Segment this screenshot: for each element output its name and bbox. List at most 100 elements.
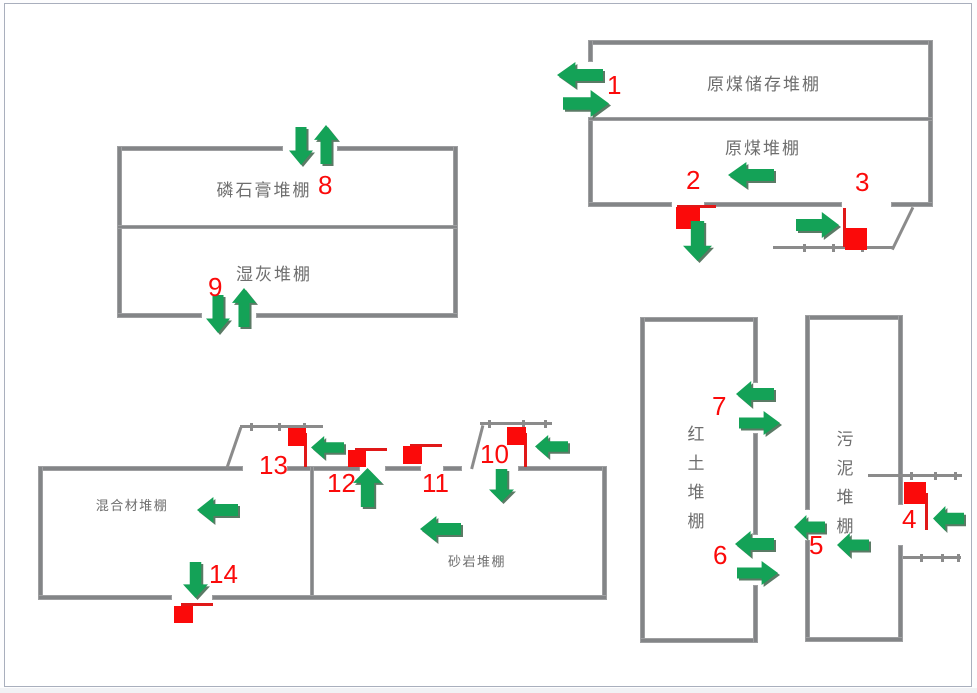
wall-segment bbox=[640, 317, 758, 322]
flow-arrow-left-icon bbox=[736, 381, 774, 407]
gate-marker bbox=[904, 482, 926, 504]
wall-segment bbox=[602, 466, 607, 600]
flow-arrow-up-icon bbox=[232, 288, 256, 327]
road-tick bbox=[934, 471, 937, 480]
gate-line bbox=[355, 448, 387, 451]
road-tick bbox=[957, 553, 960, 562]
wall-segment bbox=[805, 315, 903, 320]
point-number-11: 11 bbox=[422, 468, 449, 498]
flow-arrow-left-icon bbox=[837, 533, 869, 557]
gate-marker bbox=[403, 446, 422, 464]
slide-frame bbox=[4, 3, 972, 687]
gate-marker bbox=[288, 428, 306, 446]
shed-label-raw-coal: 原煤堆棚 bbox=[725, 139, 801, 158]
wall-segment bbox=[928, 40, 933, 207]
wall-segment bbox=[256, 313, 458, 318]
wall-segment bbox=[805, 637, 903, 642]
wall-segment bbox=[385, 466, 421, 471]
point-number-6: 6 bbox=[713, 540, 728, 570]
wall-segment bbox=[518, 466, 607, 471]
point-number-7: 7 bbox=[712, 391, 727, 421]
flow-arrow-right-icon bbox=[563, 90, 609, 117]
road-tick bbox=[832, 243, 835, 252]
shed-label-phosphogypsum: 磷石膏堆棚 bbox=[216, 181, 312, 200]
gate-line bbox=[524, 433, 527, 467]
gate-marker bbox=[348, 450, 366, 467]
flow-arrow-left-icon bbox=[735, 531, 774, 557]
point-number-10: 10 bbox=[480, 439, 509, 469]
wall-segment bbox=[38, 466, 243, 471]
flow-arrow-left-icon bbox=[728, 162, 774, 188]
gate-line bbox=[925, 493, 928, 530]
gate-line bbox=[677, 205, 716, 208]
wall-segment bbox=[337, 146, 458, 151]
point-number-4: 4 bbox=[902, 504, 917, 534]
frame-bottom-strip bbox=[0, 688, 977, 693]
wall-segment bbox=[753, 585, 758, 643]
wall-segment bbox=[898, 315, 903, 505]
gate-line bbox=[304, 433, 307, 467]
wall-segment bbox=[212, 595, 607, 600]
wall-segment bbox=[891, 202, 933, 207]
flow-arrow-left-icon bbox=[933, 506, 964, 531]
flow-arrow-down-icon bbox=[489, 469, 514, 502]
wall-segment bbox=[805, 315, 810, 510]
shed-label-mixed-material: 混合材堆棚 bbox=[95, 498, 169, 513]
flow-arrow-left-icon bbox=[311, 436, 344, 459]
flow-arrow-up-icon bbox=[314, 125, 338, 164]
wall-segment bbox=[588, 40, 933, 45]
gate-marker bbox=[174, 606, 193, 623]
road-tick bbox=[920, 553, 923, 562]
point-number-12: 12 bbox=[327, 468, 356, 498]
flow-arrow-left-icon bbox=[557, 62, 603, 88]
wall-segment bbox=[753, 433, 758, 535]
road-with-ticks bbox=[773, 243, 893, 252]
wall-segment bbox=[588, 119, 593, 207]
gate-marker bbox=[507, 427, 526, 445]
wall-segment bbox=[588, 40, 593, 62]
wall-segment bbox=[117, 146, 283, 151]
wall-segment bbox=[443, 466, 462, 471]
wall-segment bbox=[453, 146, 458, 318]
wall-divider bbox=[310, 466, 314, 600]
road-tick bbox=[544, 419, 547, 428]
wall-segment bbox=[898, 545, 903, 642]
road-tick bbox=[303, 422, 306, 431]
wall-segment bbox=[753, 317, 758, 383]
wall-segment bbox=[38, 466, 43, 600]
wall-divider bbox=[117, 225, 458, 229]
wall-segment bbox=[704, 202, 842, 207]
point-number-2: 2 bbox=[686, 165, 701, 195]
road-tick bbox=[250, 422, 253, 431]
wall-segment bbox=[287, 466, 360, 471]
point-number-3: 3 bbox=[855, 167, 870, 197]
wall-divider bbox=[588, 117, 933, 121]
wall-segment bbox=[640, 317, 645, 643]
wall-segment bbox=[117, 313, 202, 318]
flow-arrow-down-icon bbox=[183, 562, 208, 598]
shed-label-raw-coal-storage: 原煤储存堆棚 bbox=[707, 75, 821, 94]
road-tick bbox=[954, 471, 957, 480]
gate-line bbox=[843, 208, 846, 247]
wall-segment bbox=[38, 595, 172, 600]
flow-arrow-right-icon bbox=[796, 212, 839, 238]
flow-arrow-left-icon bbox=[420, 516, 461, 542]
road-with-ticks bbox=[480, 419, 552, 428]
gate-marker bbox=[845, 228, 867, 250]
wall-segment bbox=[805, 540, 810, 642]
point-number-5: 5 bbox=[809, 530, 824, 560]
flow-arrow-right-icon bbox=[737, 561, 778, 585]
shed-label-sludge: 污泥堆棚 bbox=[836, 430, 854, 536]
wall-segment bbox=[117, 146, 122, 318]
flow-arrow-right-icon bbox=[739, 411, 780, 435]
flow-arrow-down-icon bbox=[683, 221, 712, 261]
flow-arrow-down-icon bbox=[289, 127, 313, 165]
road-tick bbox=[522, 419, 525, 428]
road-with-ticks bbox=[868, 471, 962, 480]
point-number-13: 13 bbox=[259, 450, 288, 480]
point-number-1: 1 bbox=[607, 70, 622, 100]
point-number-8: 8 bbox=[318, 170, 333, 200]
point-number-14: 14 bbox=[209, 559, 238, 589]
point-number-9: 9 bbox=[208, 272, 223, 302]
